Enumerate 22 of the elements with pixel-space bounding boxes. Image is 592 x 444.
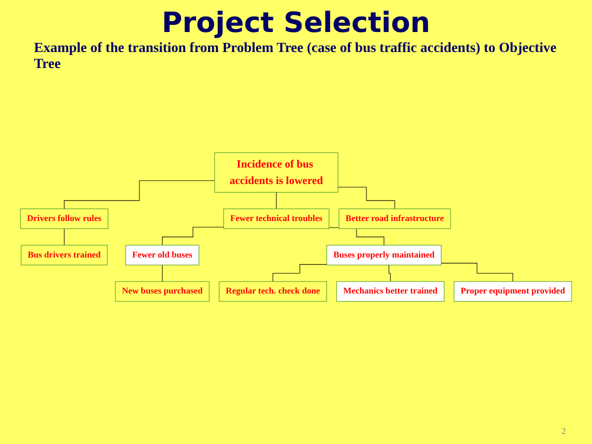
node-box: Drivers follow rules xyxy=(20,208,108,229)
node-box: Fewer technical troubles xyxy=(223,208,330,229)
connector xyxy=(162,226,224,246)
connector xyxy=(64,180,215,210)
node-box: Incidence of bus accidents is lowered xyxy=(214,152,338,193)
connector xyxy=(276,192,277,210)
node-box: Mechanics better trained xyxy=(336,281,444,302)
node-box: Buses properly maintained xyxy=(326,244,442,266)
node-box: Better road infrastructure xyxy=(338,208,451,229)
node-box: Fewer old buses xyxy=(125,244,200,266)
node-box: Regular tech. check done xyxy=(218,281,327,302)
subtitle: Example of the transition from Problem Tree (case of bus traffic accidents) to Objective Tree xyxy=(34,41,558,73)
page-number: 2 xyxy=(562,426,566,436)
connector xyxy=(387,264,391,282)
connector xyxy=(440,262,514,282)
connector xyxy=(338,186,396,210)
slide-title: Project Selection xyxy=(160,6,432,39)
connector xyxy=(272,264,328,282)
node-box: Bus drivers trained xyxy=(20,244,108,266)
node-box: New buses purchased xyxy=(115,281,210,302)
node-box: Proper equipment provided xyxy=(454,281,572,302)
connector xyxy=(162,264,163,282)
